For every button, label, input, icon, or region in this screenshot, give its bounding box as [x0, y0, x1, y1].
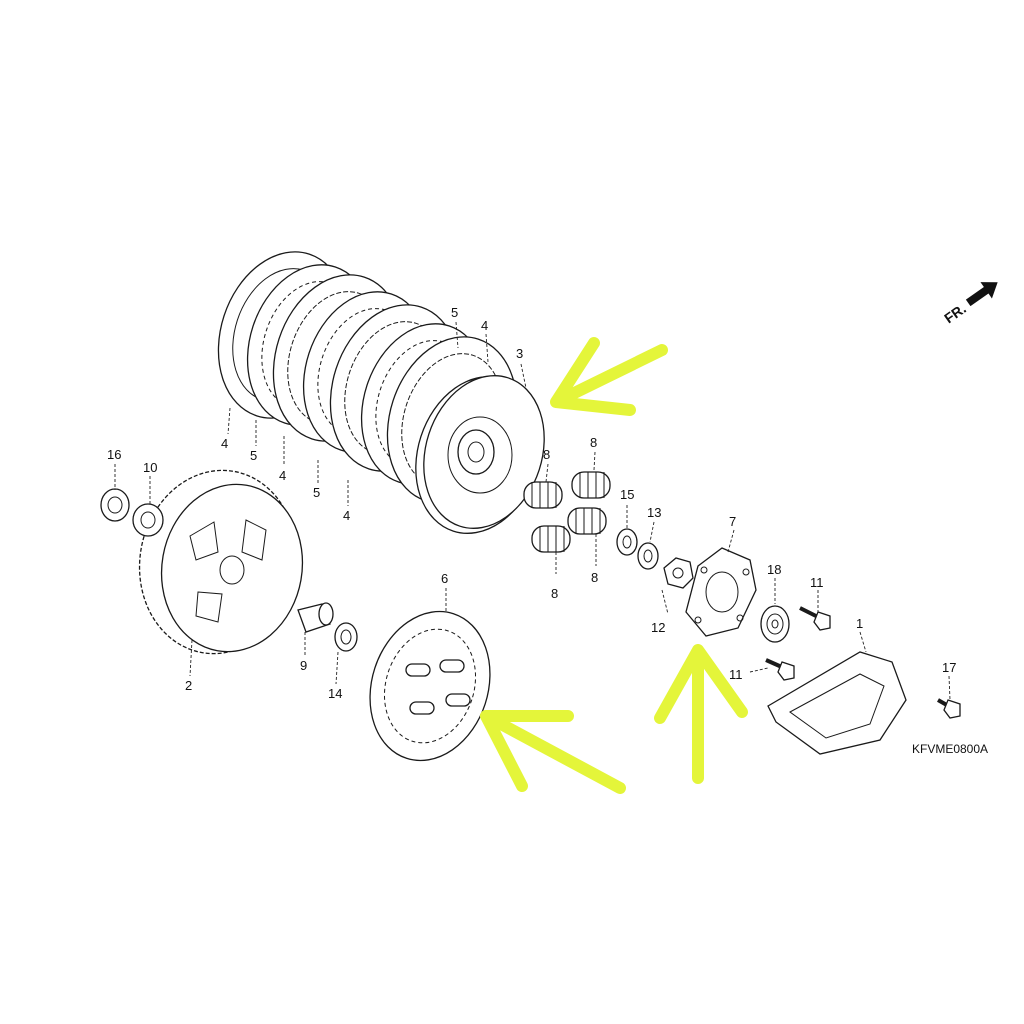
part-label: 10 — [143, 460, 157, 475]
clutch-spring — [523, 481, 563, 509]
part-label: 2 — [185, 678, 192, 693]
part-label: 6 — [441, 571, 448, 586]
part-label: 11 — [810, 575, 824, 590]
part-label: 15 — [620, 487, 634, 502]
clutch-spring — [567, 507, 607, 535]
clutch-outer — [138, 469, 304, 655]
part-label: 11 — [729, 667, 743, 682]
part-label: 9 — [300, 658, 307, 673]
part-label: 1 — [856, 616, 863, 631]
bolt-17 — [937, 698, 961, 719]
part-label: 5 — [451, 305, 458, 320]
part-label: 8 — [590, 435, 597, 450]
part-label: 8 — [591, 570, 598, 585]
clutch-spring — [571, 471, 611, 499]
part-label: 4 — [279, 468, 286, 483]
part-label: 4 — [481, 318, 488, 333]
leader-lines — [114, 321, 951, 701]
front-direction-indicator: FR. — [941, 282, 998, 326]
washer-14 — [334, 622, 358, 652]
collar-9 — [297, 602, 334, 633]
part-label: 12 — [651, 620, 665, 635]
circlip-16 — [100, 488, 130, 522]
clutch-spring — [531, 525, 571, 553]
part-label: 16 — [107, 447, 121, 462]
lock-washer-10 — [132, 503, 164, 537]
clutch-springs — [523, 471, 611, 553]
bearing — [760, 605, 790, 643]
part-label: 18 — [767, 562, 781, 577]
part-label: 17 — [942, 660, 956, 675]
part-label: 7 — [729, 514, 736, 529]
part-label: 8 — [543, 447, 550, 462]
washer-13 — [637, 542, 659, 570]
highlight-arrow-icon — [654, 644, 748, 784]
part-label: 4 — [221, 436, 228, 451]
highlight-arrow-icon — [480, 710, 626, 794]
part-label: 4 — [343, 508, 350, 523]
clutch-center — [415, 375, 545, 534]
lifter-cam-12 — [663, 557, 694, 589]
part-labels: 4 5 4 5 4 5 4 3 8 8 8 8 15 13 7 12 18 11… — [107, 305, 956, 701]
bolt-11-lower — [765, 658, 795, 681]
front-arrow-icon — [965, 282, 998, 307]
part-label: 13 — [647, 505, 661, 520]
part-label: 14 — [328, 686, 342, 701]
lifter-plate — [685, 547, 757, 637]
diagram-code: KFVME0800A — [912, 742, 988, 756]
part-label: 8 — [551, 586, 558, 601]
part-label: 5 — [313, 485, 320, 500]
pressure-plate — [369, 610, 491, 762]
clutch-cover — [767, 651, 907, 755]
front-direction-label: FR. — [941, 300, 969, 326]
highlight-arrows — [480, 337, 748, 794]
part-label: 3 — [516, 346, 523, 361]
washer-15 — [616, 528, 638, 556]
part-label: 5 — [250, 448, 257, 463]
bolt-11-upper — [799, 606, 831, 631]
highlight-arrow-icon — [550, 337, 668, 416]
